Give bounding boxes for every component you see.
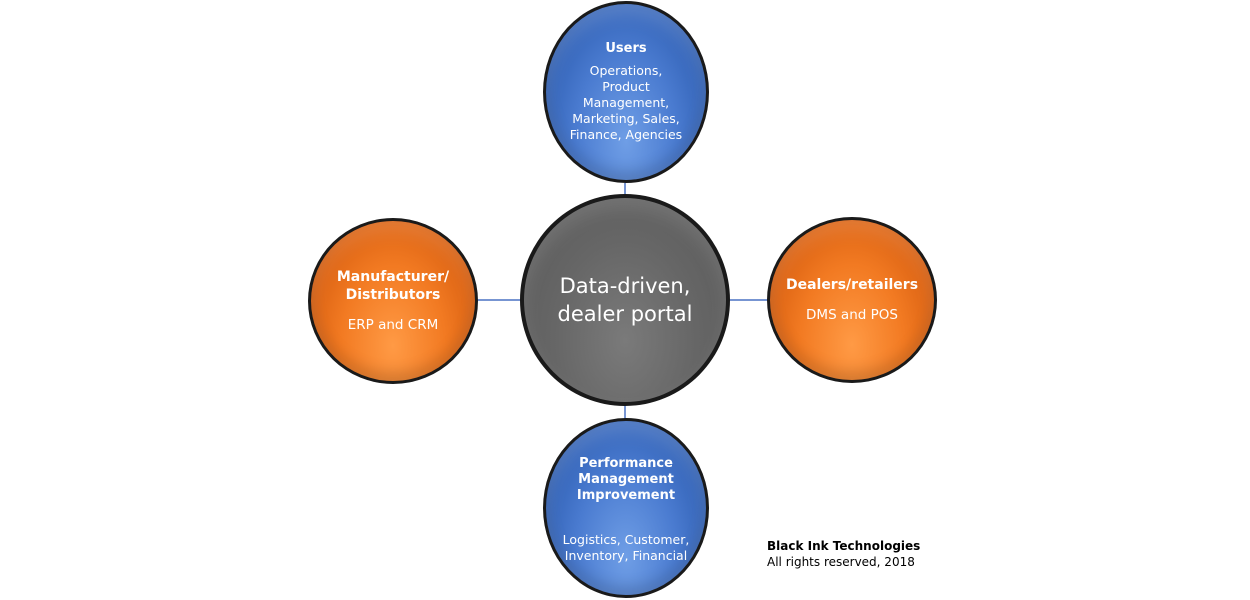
manufacturer-body: ERP and CRM [347, 317, 439, 333]
users-line-3: Management, [582, 95, 670, 110]
performance-line-2: Inventory, Financial [564, 548, 688, 563]
users-title: Users [605, 41, 647, 56]
performance-title: Performance Management Improvement [577, 456, 675, 504]
performance-line-1: Logistics, Customer, [562, 532, 690, 547]
dealers-body: DMS and POS [806, 307, 898, 323]
users-line-1: Operations, [589, 63, 663, 78]
performance-title-line-1: Performance [579, 456, 673, 471]
center-node: Data-driven, dealer portal [520, 194, 730, 406]
performance-node: Performance Management Improvement Logis… [543, 418, 709, 598]
users-line-5: Finance, Agencies [569, 127, 683, 142]
center-line-1: Data-driven, [559, 274, 691, 298]
performance-title-line-3: Improvement [576, 488, 676, 503]
users-line-4: Marketing, Sales, [572, 111, 680, 126]
company-name: Black Ink Technologies [767, 539, 921, 553]
manufacturer-title-line-1: Manufacturer/ [336, 269, 450, 285]
dealers-title: Dealers/retailers [785, 277, 919, 293]
manufacturer-title: Manufacturer/ Distributors [337, 268, 449, 304]
performance-title-line-2: Management [578, 472, 674, 487]
manufacturer-node: Manufacturer/ Distributors ERP and CRM [308, 218, 478, 384]
rights-text: All rights reserved, 2018 [767, 555, 915, 569]
manufacturer-title-line-2: Distributors [345, 287, 441, 303]
credit-block: Black Ink Technologies All rights reserv… [767, 538, 920, 570]
users-line-2: Product [602, 79, 650, 94]
dealers-node: Dealers/retailers DMS and POS [767, 217, 937, 383]
users-node: Users Operations, Product Management, Ma… [543, 1, 709, 183]
center-line-2: dealer portal [557, 302, 693, 326]
